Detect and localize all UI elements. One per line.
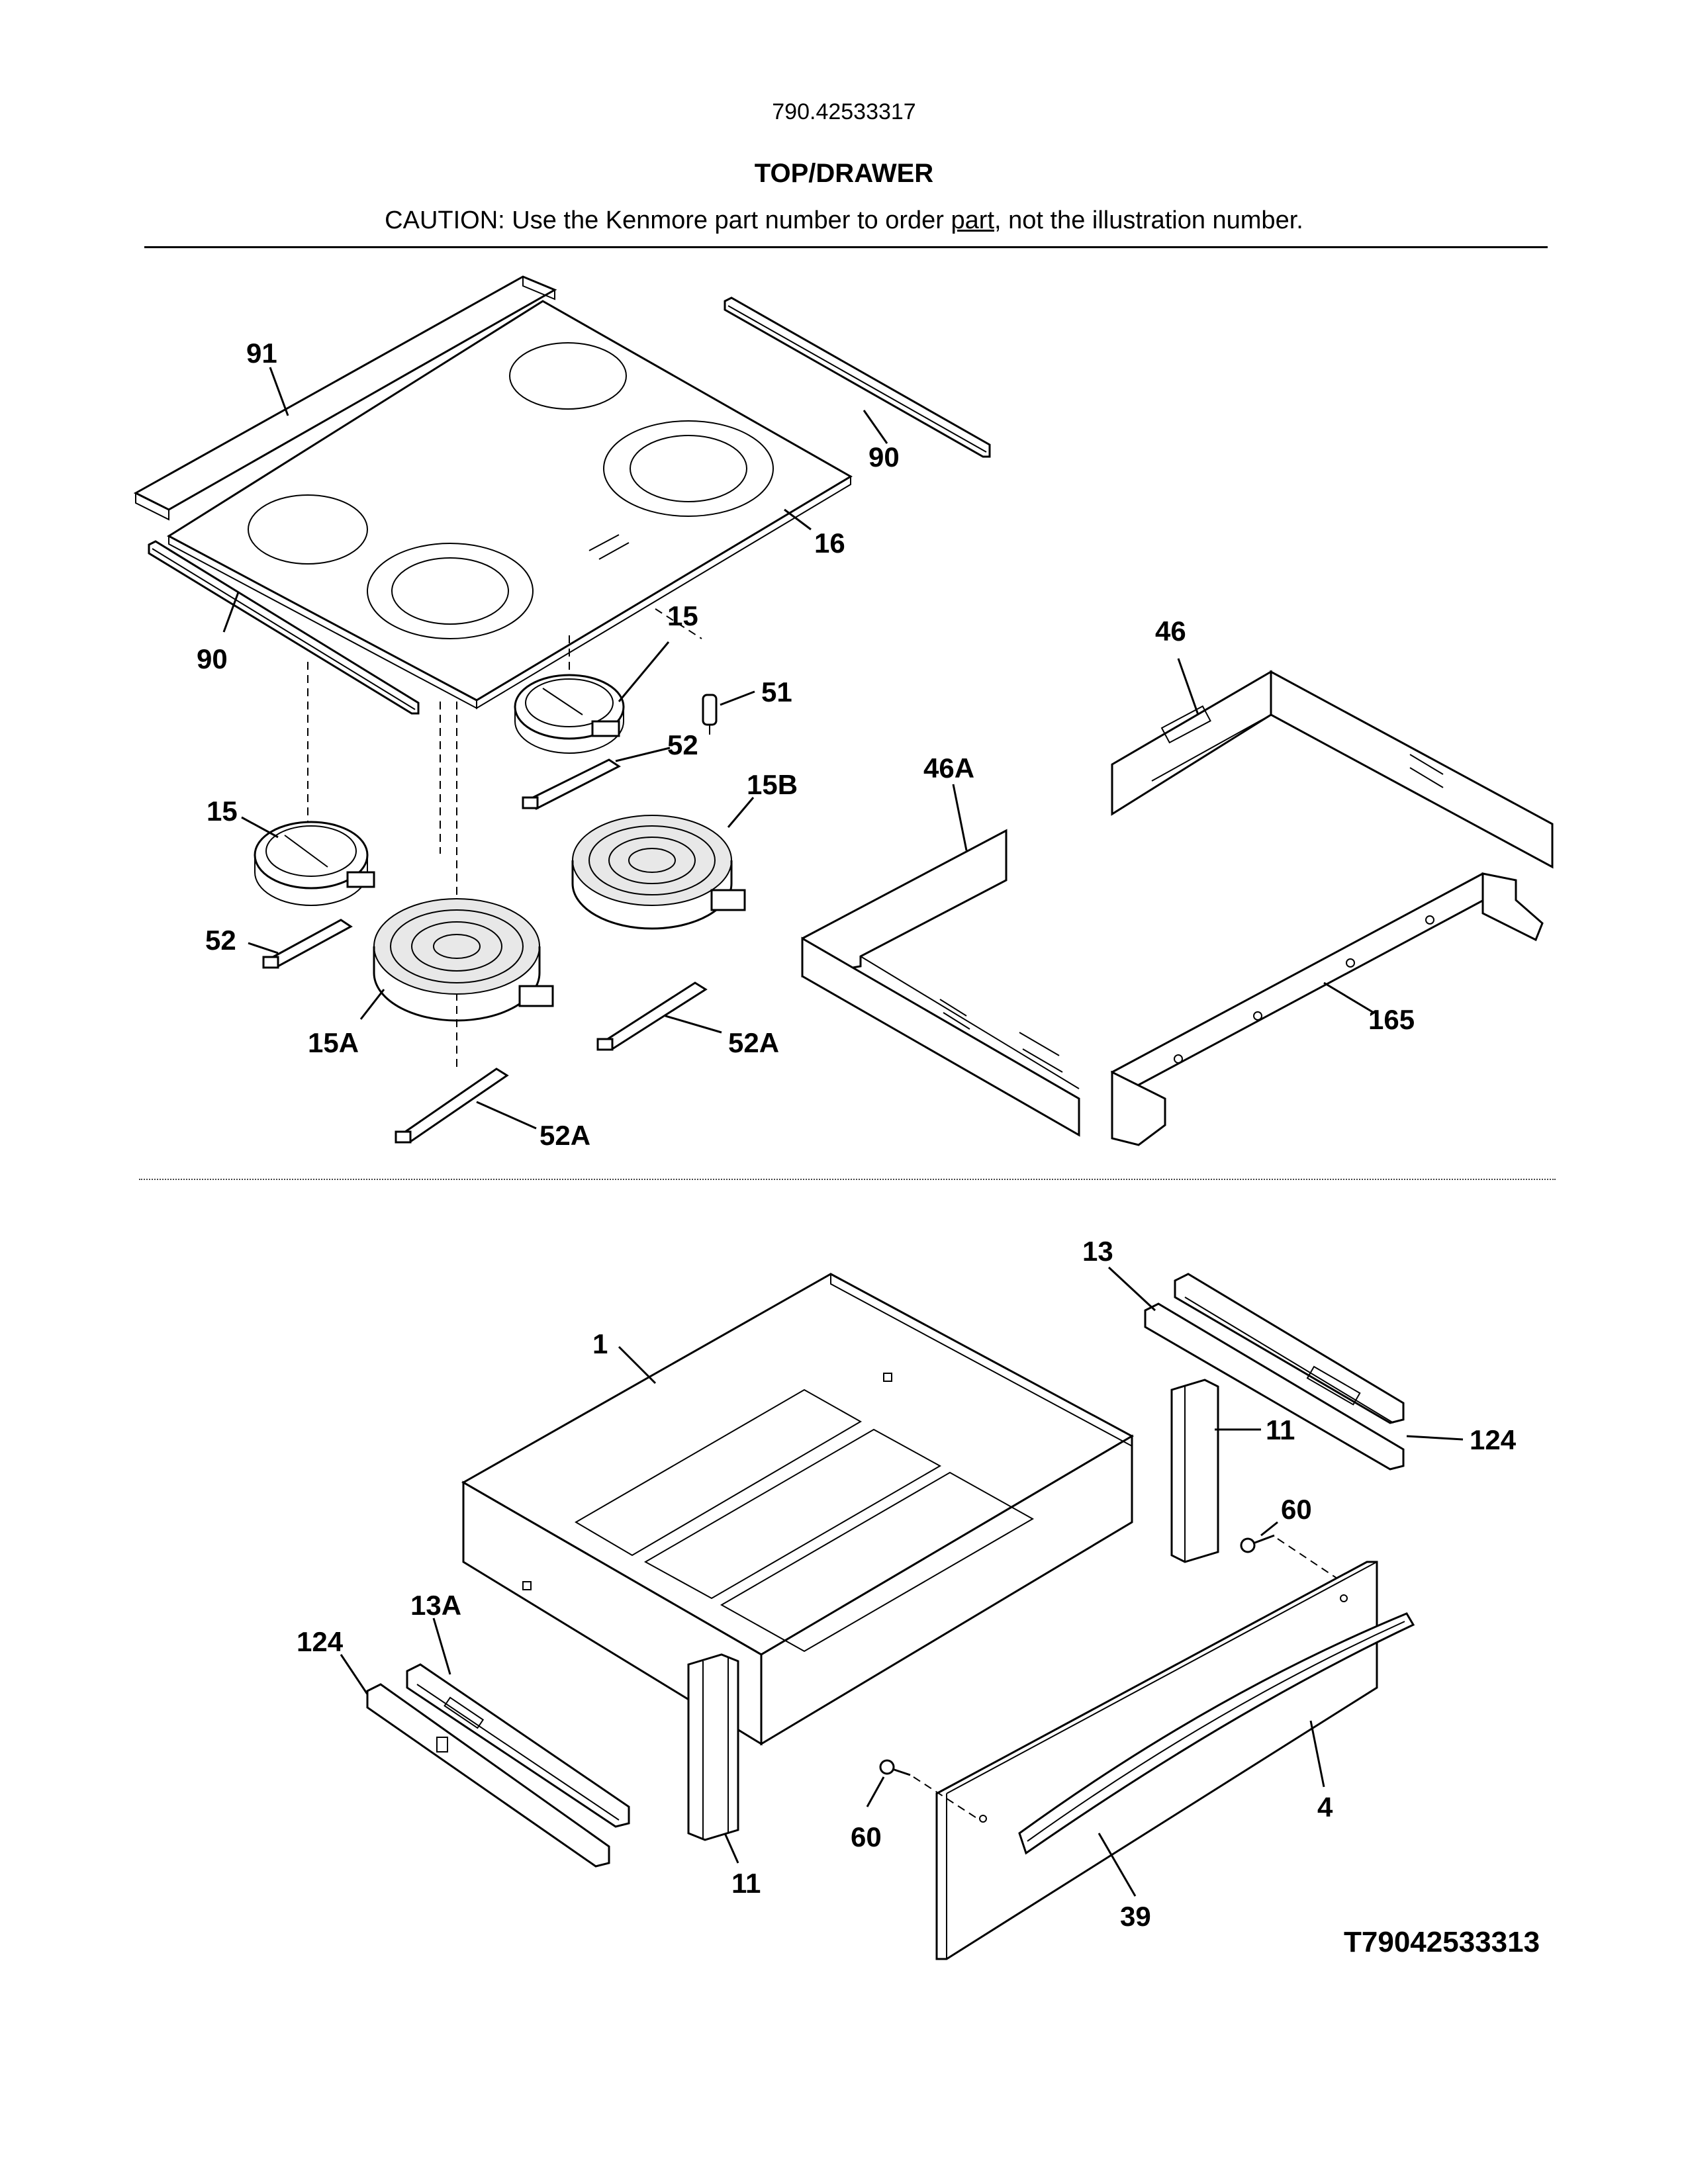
callout-60-right: 60 xyxy=(1281,1494,1312,1525)
bracket-52-left xyxy=(262,919,353,969)
drawer-slide-124-left xyxy=(366,1683,610,1868)
callout-124-right: 124 xyxy=(1470,1424,1517,1455)
callout-90-right: 90 xyxy=(868,441,900,473)
drawer-body xyxy=(461,1273,1135,1746)
callout-52A-right: 52A xyxy=(728,1027,779,1058)
surface-element-15-left xyxy=(254,821,375,906)
frame-46 xyxy=(1111,670,1554,869)
drawer-bracket-11-left xyxy=(687,1653,739,1841)
rail-165 xyxy=(1110,872,1544,1146)
drawer-handle xyxy=(1018,1612,1415,1855)
section-divider xyxy=(139,1179,1556,1180)
bracket-52-top xyxy=(522,758,621,810)
callout-13A: 13A xyxy=(410,1590,461,1621)
callout-124-left: 124 xyxy=(297,1626,344,1657)
cooktop-glass xyxy=(167,300,853,709)
surface-element-15-top xyxy=(514,674,625,754)
callout-52A-bottom: 52A xyxy=(539,1120,590,1151)
illustration-reference: T79042533313 xyxy=(1344,1926,1540,1958)
callout-60-left: 60 xyxy=(851,1821,882,1852)
callout-16: 16 xyxy=(814,527,845,559)
callout-52-top: 52 xyxy=(667,729,698,760)
drawer-slide-13A xyxy=(406,1663,630,1828)
side-trim-left xyxy=(148,540,420,715)
side-trim-right xyxy=(724,296,991,458)
caution-underlined-word: part xyxy=(951,206,994,234)
caution-suffix: , not the illustration number. xyxy=(994,206,1303,234)
callout-46: 46 xyxy=(1155,615,1186,647)
callout-51: 51 xyxy=(761,676,792,707)
callout-52-left: 52 xyxy=(205,925,236,956)
bracket-52A-right xyxy=(596,981,708,1051)
bracket-52A-bottom xyxy=(395,1068,509,1144)
callout-15A: 15A xyxy=(308,1027,359,1058)
radiant-element-15A xyxy=(373,898,554,1022)
callout-15-top: 15 xyxy=(667,600,698,631)
drawer-slide-13 xyxy=(1144,1273,1405,1471)
leader-lines-bottom xyxy=(340,1266,1464,1897)
callout-11-bottom: 11 xyxy=(731,1868,761,1899)
callout-39: 39 xyxy=(1120,1901,1151,1932)
callout-11-right: 11 xyxy=(1266,1414,1295,1445)
frame-46A xyxy=(801,829,1080,1137)
callout-46A: 46A xyxy=(923,752,974,784)
callout-4: 4 xyxy=(1317,1792,1333,1823)
radiant-element-15B xyxy=(571,815,746,930)
callout-91: 91 xyxy=(246,338,277,369)
limiter-51 xyxy=(702,694,718,735)
model-number: 790.42533317 xyxy=(772,99,916,124)
callout-15-left: 15 xyxy=(207,796,238,827)
callout-90-left: 90 xyxy=(197,643,228,674)
drawer-bracket-11-right xyxy=(1170,1379,1219,1563)
callout-13: 13 xyxy=(1082,1236,1113,1267)
screw-60-right xyxy=(1240,1534,1338,1579)
callout-165: 165 xyxy=(1368,1004,1415,1035)
screw-60-left xyxy=(879,1759,980,1821)
header-divider xyxy=(144,246,1548,248)
callout-1: 1 xyxy=(592,1328,608,1359)
callout-labels: 91 90 16 90 15 51 52 15 15B 52 15A 52A 5… xyxy=(197,338,1517,1932)
caution-prefix: CAUTION: Use the Kenmore part number to … xyxy=(385,206,951,234)
callout-15B: 15B xyxy=(747,769,798,800)
rear-trim xyxy=(133,275,557,521)
section-title: TOP/DRAWER xyxy=(754,159,934,188)
leader-lines-top xyxy=(222,367,1374,1130)
caution-note: CAUTION: Use the Kenmore part number to … xyxy=(0,206,1688,235)
